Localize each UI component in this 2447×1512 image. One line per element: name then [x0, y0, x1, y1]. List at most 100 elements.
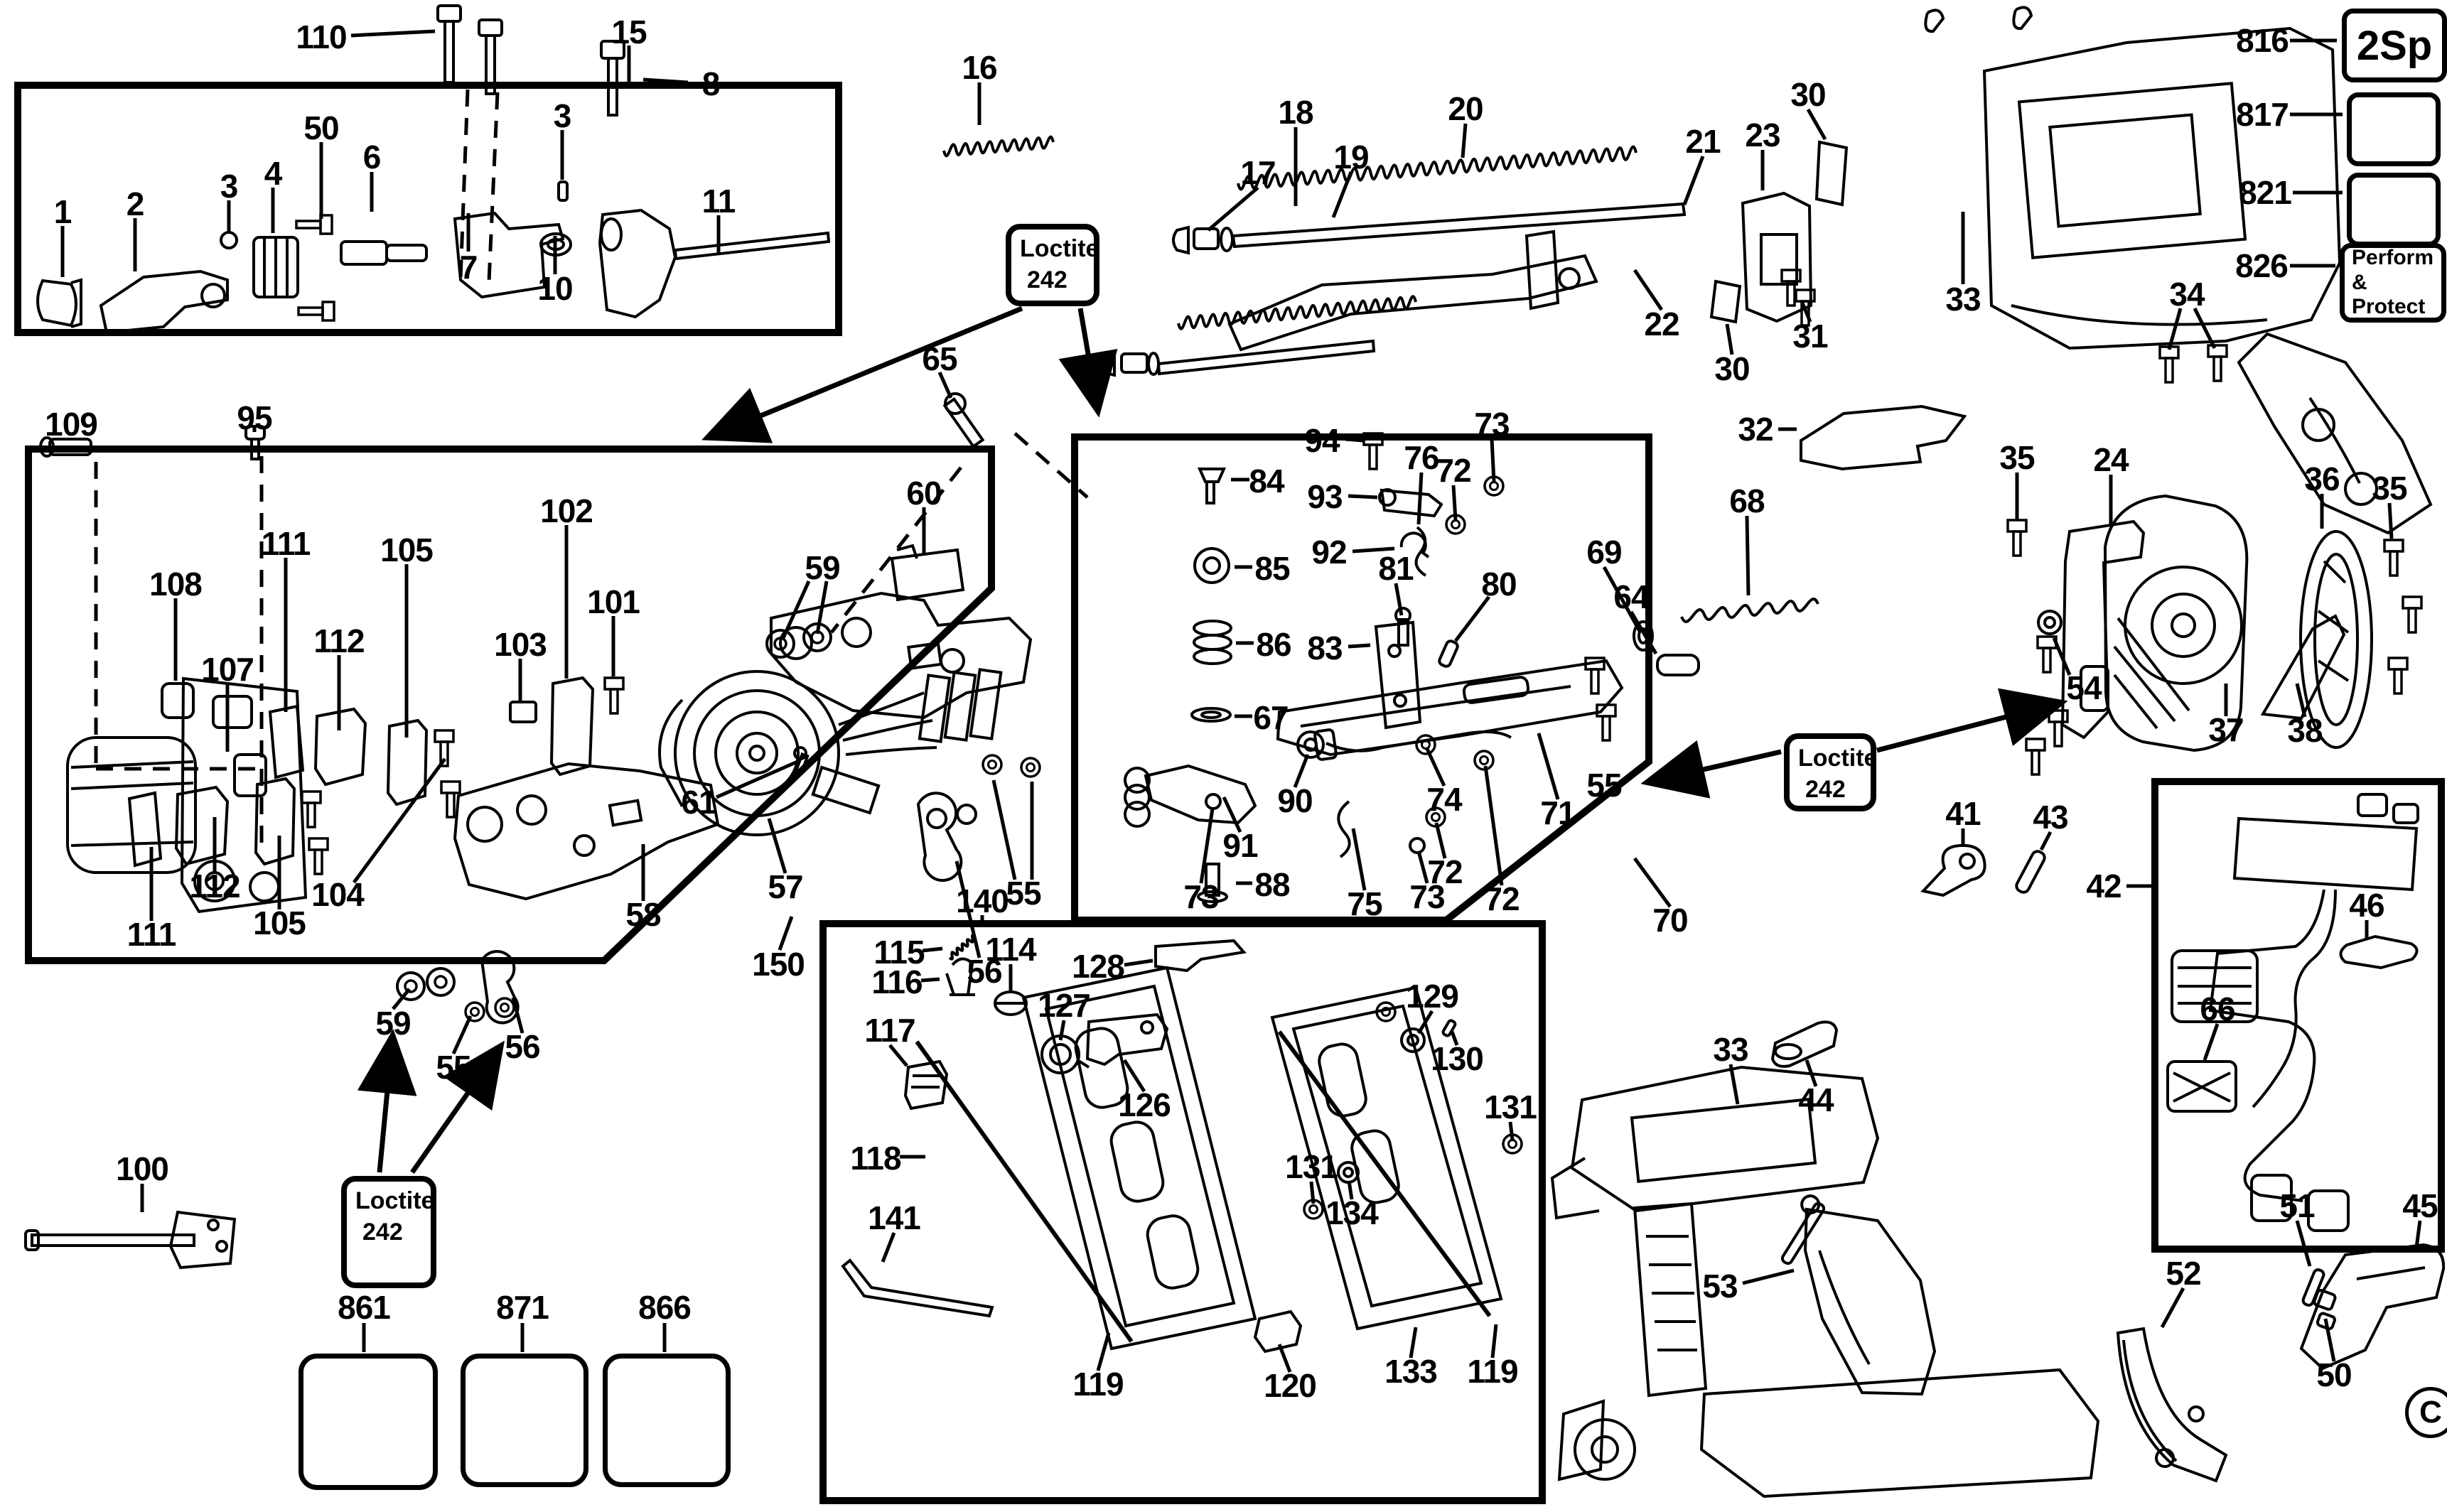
part-label-133: 133	[1384, 1353, 1438, 1390]
part-label-94: 94	[1304, 422, 1340, 459]
coil-springs	[942, 135, 1819, 961]
part-label-61: 61	[681, 784, 716, 821]
part-label-70: 70	[1652, 902, 1688, 939]
part-label-817: 817	[2236, 96, 2289, 133]
part-label-112: 112	[189, 868, 240, 904]
loctite-text: Loctite	[1798, 745, 1878, 772]
box-15-outline	[14, 82, 842, 336]
part-label-74: 74	[1426, 781, 1462, 818]
part-label-140: 140	[956, 882, 1009, 919]
part-label-57: 57	[768, 868, 803, 905]
part-label-59: 59	[375, 1005, 411, 1042]
part-label-88: 88	[1254, 866, 1290, 903]
part-label-7: 7	[459, 249, 478, 286]
part-label-33: 33	[1945, 281, 1981, 318]
part-100	[24, 1210, 237, 1270]
part-label-31: 31	[1792, 318, 1828, 355]
spring-68	[1680, 598, 1819, 623]
part-label-67: 67	[1253, 699, 1289, 736]
part-label-36: 36	[2304, 460, 2340, 497]
kit-charger-box-871	[461, 1354, 588, 1487]
part-label-4: 4	[264, 155, 283, 192]
part-label-112: 112	[313, 622, 365, 659]
part-label-120: 120	[1264, 1367, 1317, 1404]
part-label-110: 110	[296, 18, 347, 55]
part-label-821: 821	[2239, 174, 2292, 211]
part-label-115: 115	[873, 934, 925, 971]
box70-parts	[1124, 432, 1700, 903]
part-label-816: 816	[2236, 22, 2289, 59]
leader-lines	[60, 29, 2422, 1373]
loctite-242: 242	[1027, 266, 1067, 293]
part-label-101: 101	[587, 583, 640, 620]
part-label-24: 24	[2093, 441, 2129, 478]
loctite-badge-bottom: Loctite 242	[341, 1176, 436, 1288]
part-label-129: 129	[1406, 978, 1459, 1015]
part-label-66: 66	[2200, 990, 2235, 1027]
part-label-861: 861	[338, 1289, 391, 1326]
part-label-59: 59	[805, 549, 840, 586]
legend-2sp-box: 2Sp	[2342, 9, 2447, 82]
part-label-60: 60	[906, 475, 942, 512]
part-label-86: 86	[1256, 626, 1291, 663]
box140-parts	[841, 939, 1523, 1354]
part-label-21: 21	[1685, 123, 1721, 160]
copyright-mark: C	[2405, 1387, 2447, 1438]
part-label-109: 109	[45, 406, 98, 443]
spring-20	[1237, 145, 1637, 191]
part-label-826: 826	[2235, 247, 2289, 284]
part-label-107: 107	[201, 651, 254, 688]
box-150-outline	[25, 446, 995, 964]
part-label-108: 108	[149, 566, 203, 603]
part-label-119: 119	[1072, 1366, 1124, 1403]
part-label-118: 118	[850, 1140, 901, 1177]
part-label-72: 72	[1436, 452, 1471, 489]
part-label-105: 105	[253, 904, 306, 941]
loctite-242: 242	[362, 1219, 403, 1246]
part-label-69: 69	[1586, 534, 1622, 571]
top-middle-parts	[1098, 140, 1849, 377]
part-label-131: 131	[1285, 1148, 1338, 1185]
part-label-127: 127	[1038, 987, 1091, 1024]
part-label-871: 871	[496, 1289, 549, 1326]
part-label-22: 22	[1644, 306, 1679, 342]
part-label-100: 100	[116, 1150, 169, 1187]
part-label-51: 51	[2279, 1187, 2315, 1224]
part-label-34: 34	[2169, 276, 2205, 313]
part-label-16: 16	[962, 49, 997, 86]
part-label-50: 50	[2316, 1356, 2352, 1393]
part-label-2: 2	[126, 185, 145, 222]
part-label-37: 37	[2208, 711, 2244, 748]
part-label-80: 80	[1481, 566, 1517, 603]
legend-flag-box-821	[2347, 173, 2441, 247]
part-label-150: 150	[752, 946, 805, 983]
part-label-55: 55	[1586, 767, 1622, 804]
kit-case-box-861	[299, 1354, 438, 1490]
part-label-18: 18	[1278, 94, 1313, 131]
part-label-90: 90	[1277, 782, 1313, 819]
box-140-outline	[819, 920, 1546, 1504]
part-label-38: 38	[2287, 712, 2323, 749]
part-label-95: 95	[237, 399, 272, 436]
part-label-92: 92	[1311, 534, 1347, 571]
loctite-badge-right: Loctite 242	[1784, 733, 1878, 811]
part-label-73: 73	[1474, 406, 1510, 443]
bottom-drill-body-33	[1550, 1065, 2100, 1498]
part-label-53: 53	[1702, 1268, 1738, 1305]
part-label-73: 73	[1409, 878, 1445, 915]
legend-perform-protect-box: Perform & Protect	[2340, 243, 2446, 323]
part-label-91: 91	[1222, 827, 1258, 864]
part-label-55: 55	[1006, 875, 1041, 912]
part-label-134: 134	[1325, 1194, 1379, 1231]
part-label-15: 15	[611, 14, 647, 50]
part-label-3: 3	[220, 168, 239, 205]
box150-parts	[66, 544, 1041, 1025]
part-label-72: 72	[1484, 880, 1520, 917]
part-label-128: 128	[1072, 948, 1125, 985]
part-label-19: 19	[1333, 139, 1369, 176]
part-label-32: 32	[1738, 411, 1773, 448]
box-70-outline	[1071, 433, 1652, 924]
part-label-104: 104	[311, 876, 365, 913]
part-label-75: 75	[1347, 885, 1382, 922]
